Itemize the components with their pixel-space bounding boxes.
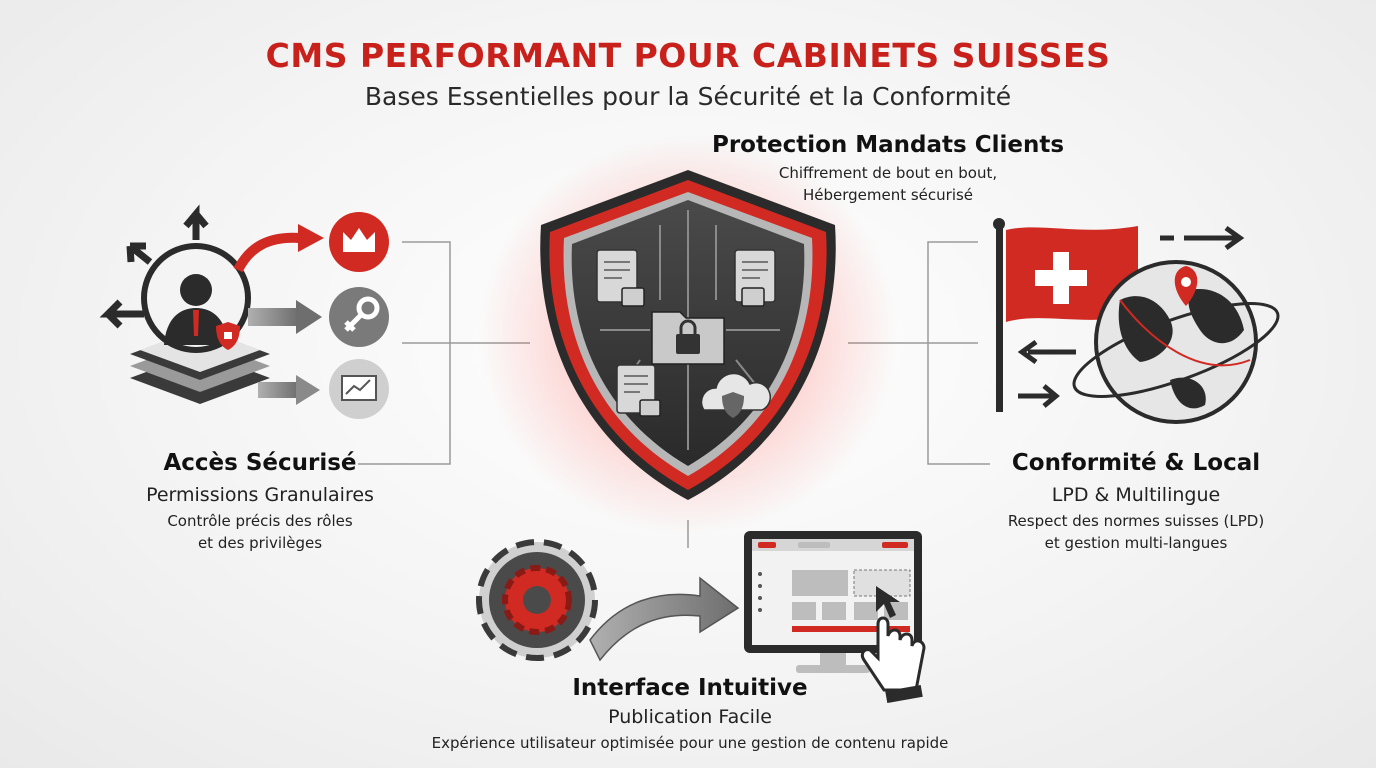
user-icon xyxy=(130,243,270,404)
acces-title: Accès Sécurisé xyxy=(163,450,357,476)
globe-icon xyxy=(1072,260,1280,424)
key-icon xyxy=(329,287,389,347)
interface-subtitle: Publication Facile xyxy=(608,706,772,728)
acces-description: Contrôle précis des rôles et des privilè… xyxy=(167,512,353,552)
red-arrow xyxy=(233,232,301,273)
shield-icon xyxy=(478,135,898,535)
hand-cursor-icon xyxy=(860,586,926,704)
protection-description: Chiffrement de bout en bout, Hébergement… xyxy=(778,164,998,204)
page-title: CMS PERFORMANT POUR CABINETS SUISSES xyxy=(265,36,1111,75)
page-subtitle: Bases Essentielles pour la Sécurité et l… xyxy=(364,82,1012,111)
chart-icon xyxy=(329,359,389,419)
monitor-icon xyxy=(744,531,922,673)
crown-icon xyxy=(329,212,389,272)
conformite-title: Conformité & Local xyxy=(1011,450,1261,476)
conformite-subtitle: LPD & Multilingue xyxy=(1051,484,1221,506)
gear-icon xyxy=(476,539,598,661)
protection-title: Protection Mandats Clients xyxy=(711,132,1065,158)
exchange-arrows xyxy=(1017,225,1245,408)
swiss-flag-icon xyxy=(993,218,1138,412)
interface-title: Interface Intuitive xyxy=(572,675,808,701)
conformite-description: Respect des normes suisses (LPD) et gest… xyxy=(1007,512,1265,552)
curve-arrow xyxy=(589,576,740,662)
interface-description: Expérience utilisateur optimisée pour un… xyxy=(431,734,949,752)
direction-arrows xyxy=(99,204,209,329)
acces-subtitle: Permissions Granulaires xyxy=(146,484,374,506)
